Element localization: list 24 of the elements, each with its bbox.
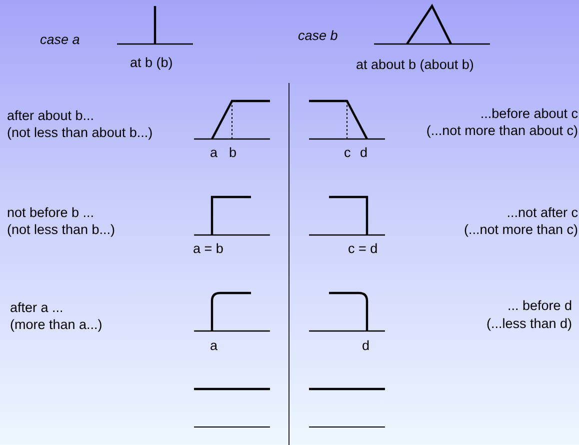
case-label: case a xyxy=(40,32,80,48)
text-label: after about b... xyxy=(7,108,94,124)
text-label: at about b (about b) xyxy=(356,57,474,73)
text-label: (not less than b...) xyxy=(7,222,116,238)
text-label: (...not more than about c) xyxy=(426,123,578,139)
case-label: case b xyxy=(298,28,338,44)
text-label: c xyxy=(344,145,351,161)
text-label: (more than a...) xyxy=(10,317,102,333)
text-label: (...not more than c) xyxy=(464,222,578,238)
text-label: ... before d xyxy=(507,298,572,314)
text-label: a xyxy=(210,338,218,354)
text-label: not before b ... xyxy=(7,205,94,221)
text-label: (not less than about b...) xyxy=(7,125,153,141)
text-label: b xyxy=(229,145,237,161)
text-label: after a ... xyxy=(10,300,64,316)
text-label: d xyxy=(360,145,368,161)
text-label: a xyxy=(210,145,218,161)
text-label: a = b xyxy=(193,241,224,257)
text-label: ...before about c xyxy=(480,106,578,122)
text-label: c = d xyxy=(348,241,378,257)
text-label: ...not after c xyxy=(506,205,578,221)
text-label: (...less than d) xyxy=(486,316,572,332)
text-label: at b (b) xyxy=(130,55,173,71)
text-label: d xyxy=(362,338,370,354)
